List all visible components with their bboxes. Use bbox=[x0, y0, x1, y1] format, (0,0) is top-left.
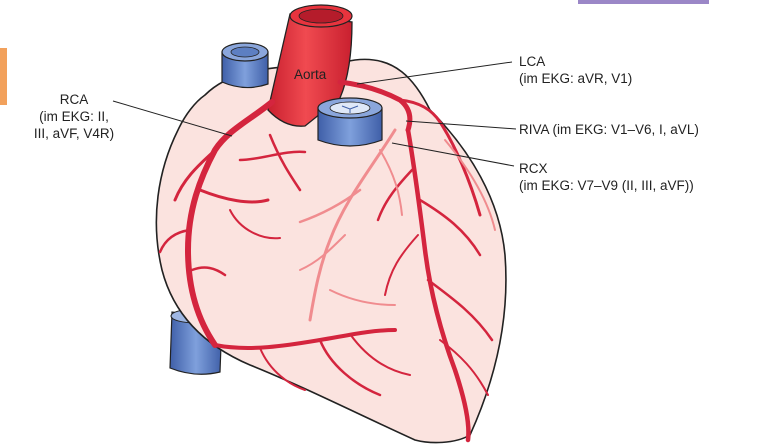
lca-label-title: LCA bbox=[519, 53, 632, 70]
rca-label-line3: III, aVF, V4R) bbox=[20, 125, 128, 142]
pulmonary-trunk bbox=[318, 98, 382, 146]
rca-label-title: RCA bbox=[20, 91, 128, 108]
superior-vena-cava bbox=[222, 43, 268, 88]
rcx-label-title: RCX bbox=[519, 160, 694, 177]
lca-label-line2: (im EKG: aVR, V1) bbox=[519, 70, 632, 87]
rcx-label: RCX (im EKG: V7–V9 (II, III, aVF)) bbox=[519, 160, 694, 194]
lca-label: LCA (im EKG: aVR, V1) bbox=[519, 53, 632, 87]
rcx-label-line2: (im EKG: V7–V9 (II, III, aVF)) bbox=[519, 177, 694, 194]
riva-label: RIVA (im EKG: V1–V6, I, aVL) bbox=[519, 121, 699, 138]
aorta-label: Aorta bbox=[294, 66, 326, 83]
rca-label-line2: (im EKG: II, bbox=[20, 108, 128, 125]
rca-label: RCA (im EKG: II, III, aVF, V4R) bbox=[20, 91, 128, 142]
